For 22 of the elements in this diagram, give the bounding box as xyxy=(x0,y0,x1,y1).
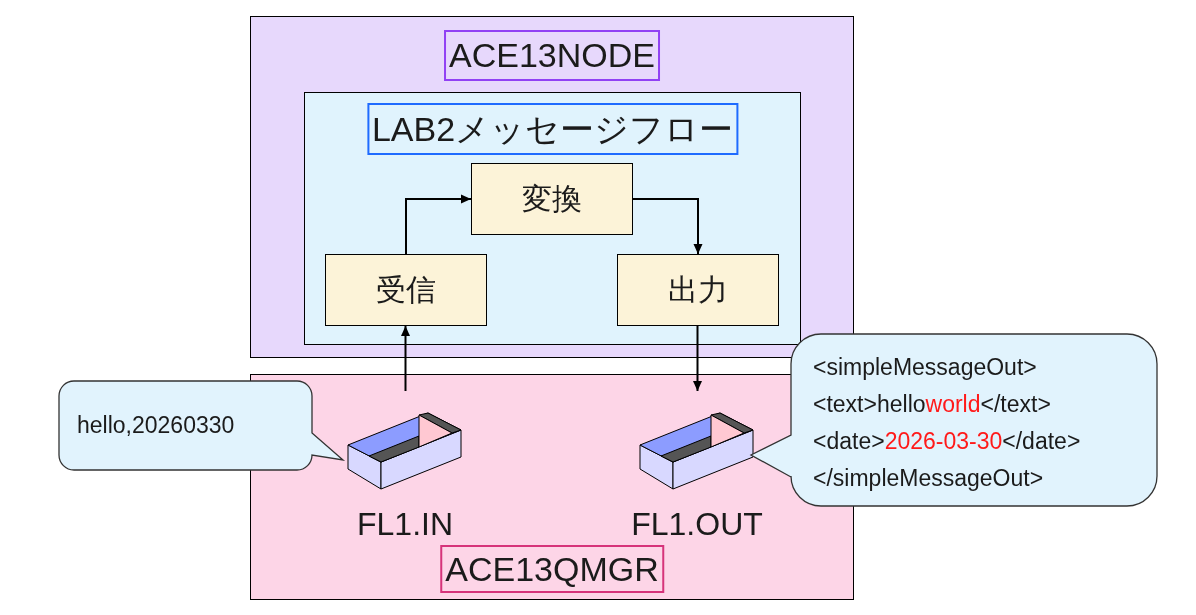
process-label: 出力 xyxy=(668,271,728,308)
callout-text: </simpleMessageOut> xyxy=(813,464,1045,493)
queue-name: FL1.OUT xyxy=(631,506,763,542)
queue-name: FL1.IN xyxy=(357,506,453,542)
callout-text: hello,20260330 xyxy=(77,411,235,440)
container-box xyxy=(304,92,801,345)
process-box xyxy=(325,254,487,326)
process-label: 変換 xyxy=(522,180,582,217)
container-title: ACE13NODE xyxy=(444,30,660,81)
callout-text: <date>2026-03-30</date> xyxy=(813,427,1081,456)
callout-text: <simpleMessageOut> xyxy=(813,353,1038,382)
process-label: 受信 xyxy=(376,271,436,308)
arrow xyxy=(401,325,410,392)
arrow xyxy=(632,198,703,255)
process-box xyxy=(471,163,633,235)
arrow xyxy=(693,325,702,392)
process-box xyxy=(617,254,779,326)
callout-text: <text>helloworld</text> xyxy=(813,390,1052,419)
arrow xyxy=(405,194,472,255)
container-title: ACE13QMGR xyxy=(440,545,664,593)
container-title: LAB2メッセージフロー xyxy=(366,103,739,155)
container-box xyxy=(250,16,854,358)
